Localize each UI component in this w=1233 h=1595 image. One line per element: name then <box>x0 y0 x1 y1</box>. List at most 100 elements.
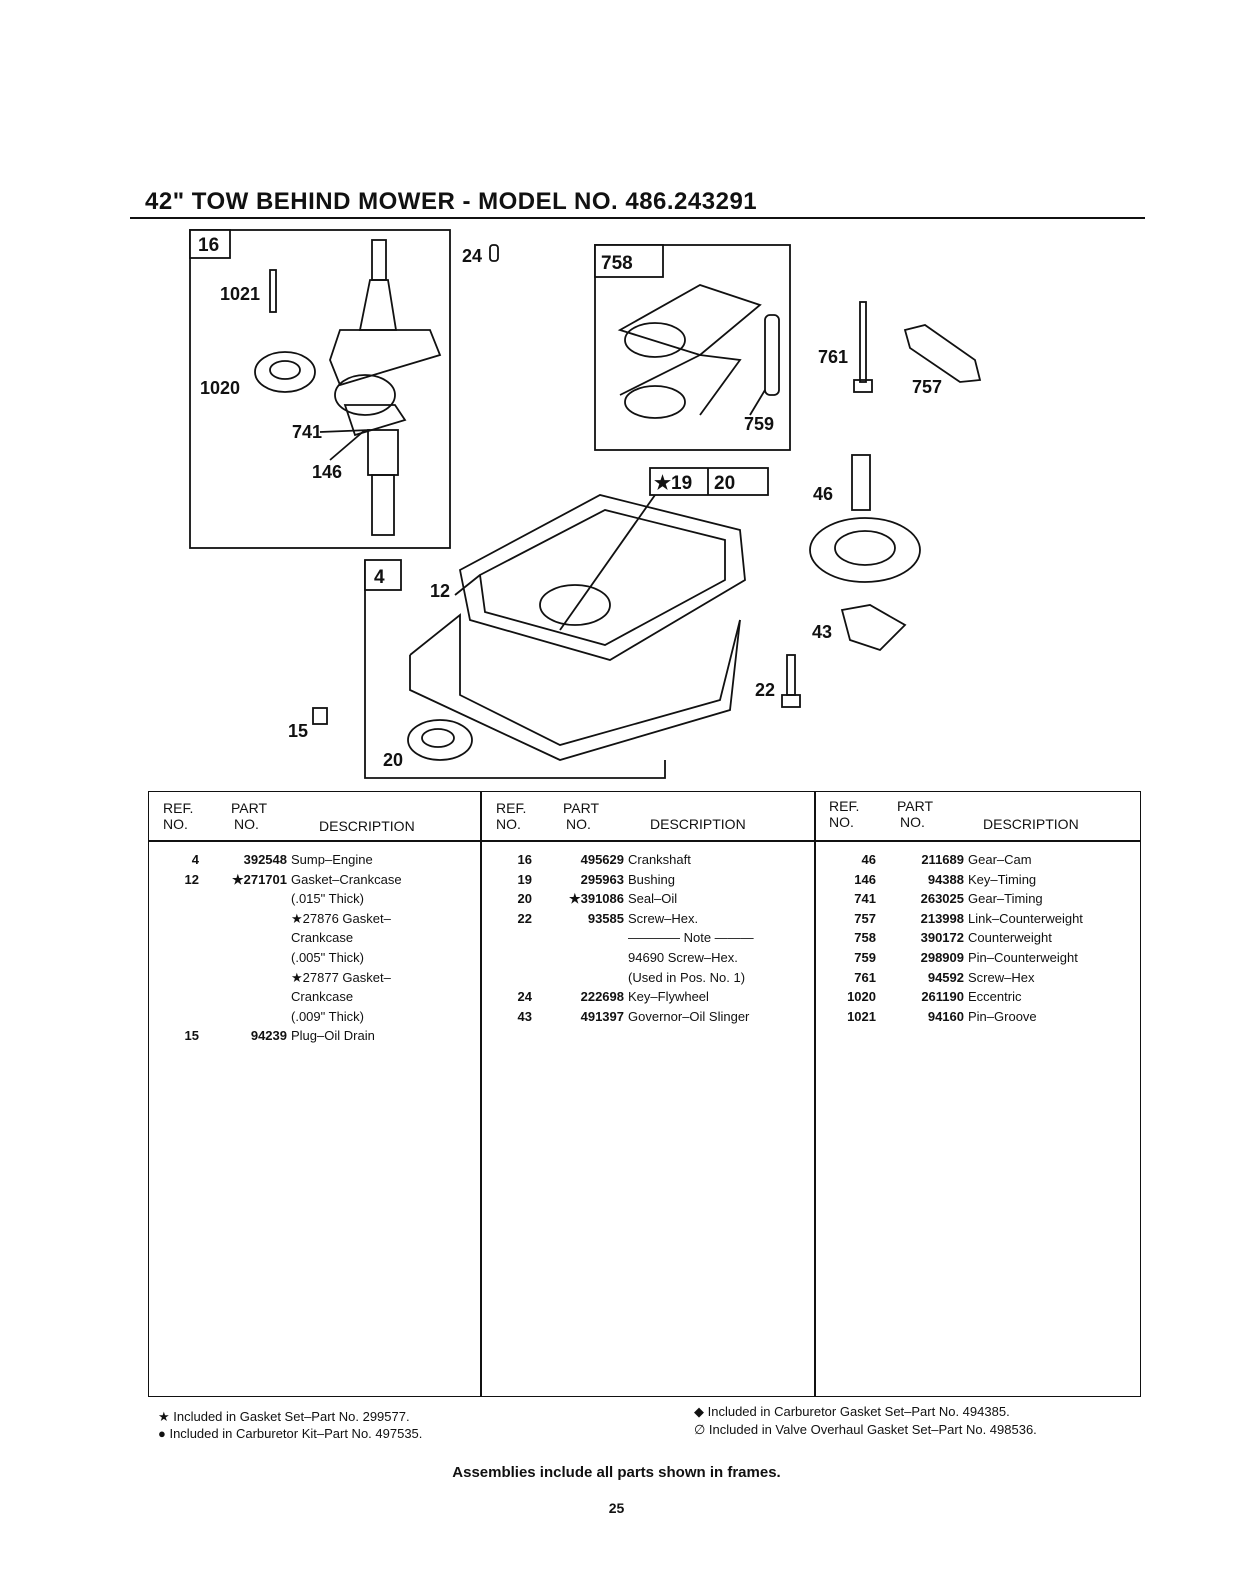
description-cell: Bushing <box>628 871 675 887</box>
description-cell: Gear–Cam <box>968 852 1032 867</box>
ref-no-header: REF.NO. <box>829 798 859 830</box>
column-divider <box>480 792 482 1396</box>
ref-no-cell: 741 <box>854 891 876 907</box>
ref-no-cell: 22 <box>517 910 532 926</box>
table-row: ★27876 Gasket– <box>149 909 479 929</box>
description-cell: (Used in Pos. No. 1) <box>628 969 746 985</box>
part-no-cell: ★391086 <box>568 891 624 907</box>
crankshaft-frame-tag <box>189 229 231 259</box>
footnote-carburetor-kit: ● Included in Carburetor Kit–Part No. 49… <box>158 1426 423 1441</box>
part-header-line2: NO. <box>234 816 259 832</box>
ref-no-cell: 16 <box>517 852 532 867</box>
description-cell: Seal–Oil <box>628 891 678 907</box>
screw-22-drawing <box>781 654 801 708</box>
description-cell: Link–Counterweight <box>968 910 1083 926</box>
description-cell: ★27876 Gasket– <box>291 910 391 926</box>
ref-no-cell: 146 <box>854 871 876 887</box>
part-header-line2: NO. <box>566 816 591 832</box>
table-row: (.005" Thick) <box>149 948 479 968</box>
ref-no-cell: 4 <box>191 852 199 867</box>
part-no-cell: 213998 <box>920 910 964 926</box>
part-no-cell: 495629 <box>580 852 624 867</box>
part-no-cell: 211689 <box>921 852 964 867</box>
callout-24: 24 <box>462 246 482 266</box>
column-divider <box>814 792 816 1396</box>
part-no-cell: 491397 <box>580 1008 624 1024</box>
description-cell: Plug–Oil Drain <box>291 1028 375 1044</box>
ref-no-header: REF.NO. <box>163 800 193 832</box>
table-row: (Used in Pos. No. 1) <box>482 968 812 988</box>
description-cell: (.009" Thick) <box>291 1008 365 1024</box>
callout-759: 759 <box>744 414 774 434</box>
part-header-line1: PART <box>897 798 934 814</box>
frame-label-16: 16 <box>198 235 219 256</box>
description-cell: Gasket–Crankcase <box>291 871 402 887</box>
ref-no-cell: 761 <box>854 969 876 985</box>
ref-no-cell: 759 <box>854 949 876 965</box>
part-no-cell: 93585 <box>587 910 624 926</box>
ref-header-line1: REF. <box>163 800 194 816</box>
description-cell: 94690 Screw–Hex. <box>628 949 738 965</box>
part-header-line2: NO. <box>900 814 925 830</box>
screw-hex-drawing <box>853 301 873 393</box>
frame-label-758: 758 <box>601 253 633 274</box>
callout-761: 761 <box>818 347 848 367</box>
part-header-line1: PART <box>563 800 600 816</box>
table-row: Crankcase <box>149 987 479 1007</box>
ref-no-cell: 758 <box>854 930 876 946</box>
crankshaft-frame <box>189 229 451 549</box>
title-rule <box>130 217 1145 219</box>
oil-drain-plug-drawing <box>312 707 328 725</box>
part-no-cell: ★271701 <box>231 871 287 887</box>
ref-header-line2: NO. <box>829 814 854 830</box>
ref-header-line2: NO. <box>496 816 521 832</box>
table-row: ———— Note ——— <box>482 928 812 948</box>
ref-no-cell: 15 <box>184 1028 199 1044</box>
description-cell: Governor–Oil Slinger <box>628 1008 750 1024</box>
part-no-cell: 390172 <box>920 930 964 946</box>
eccentric-drawing <box>254 351 316 393</box>
callout-741: 741 <box>292 422 322 442</box>
callout-43: 43 <box>812 622 832 642</box>
frame-label-4: 4 <box>374 567 385 588</box>
table-row: ★27877 Gasket– <box>149 968 479 988</box>
callout-15: 15 <box>288 721 308 741</box>
frame-label-20: 20 <box>714 473 735 494</box>
table-row: (.009" Thick) <box>149 1007 479 1027</box>
callout-1021: 1021 <box>220 284 260 304</box>
table-row: (.015" Thick) <box>149 889 479 909</box>
gear-cam-drawing <box>809 454 921 583</box>
ref-header-line1: REF. <box>496 800 527 816</box>
description-cell: Crankcase <box>291 989 354 1005</box>
exploded-parts-diagram: 16 758 ★19 20 4 24 1021 1020 741 146 761… <box>189 229 982 779</box>
description-cell: (.005" Thick) <box>291 949 365 965</box>
part-no-cell: 94239 <box>250 1028 287 1044</box>
footnote-valve-gasket-set: ∅ Included in Valve Overhaul Gasket Set–… <box>694 1422 1037 1437</box>
part-no-cell: 94388 <box>927 871 964 887</box>
part-no-cell: 298909 <box>920 949 964 965</box>
description-cell: (.015" Thick) <box>291 891 365 907</box>
sump-drawing <box>409 494 746 761</box>
seal-oil-drawing <box>407 719 473 761</box>
ref-no-cell: 24 <box>517 989 532 1005</box>
ref-no-header: REF.NO. <box>496 800 526 832</box>
ref-no-cell: 20 <box>517 891 532 907</box>
